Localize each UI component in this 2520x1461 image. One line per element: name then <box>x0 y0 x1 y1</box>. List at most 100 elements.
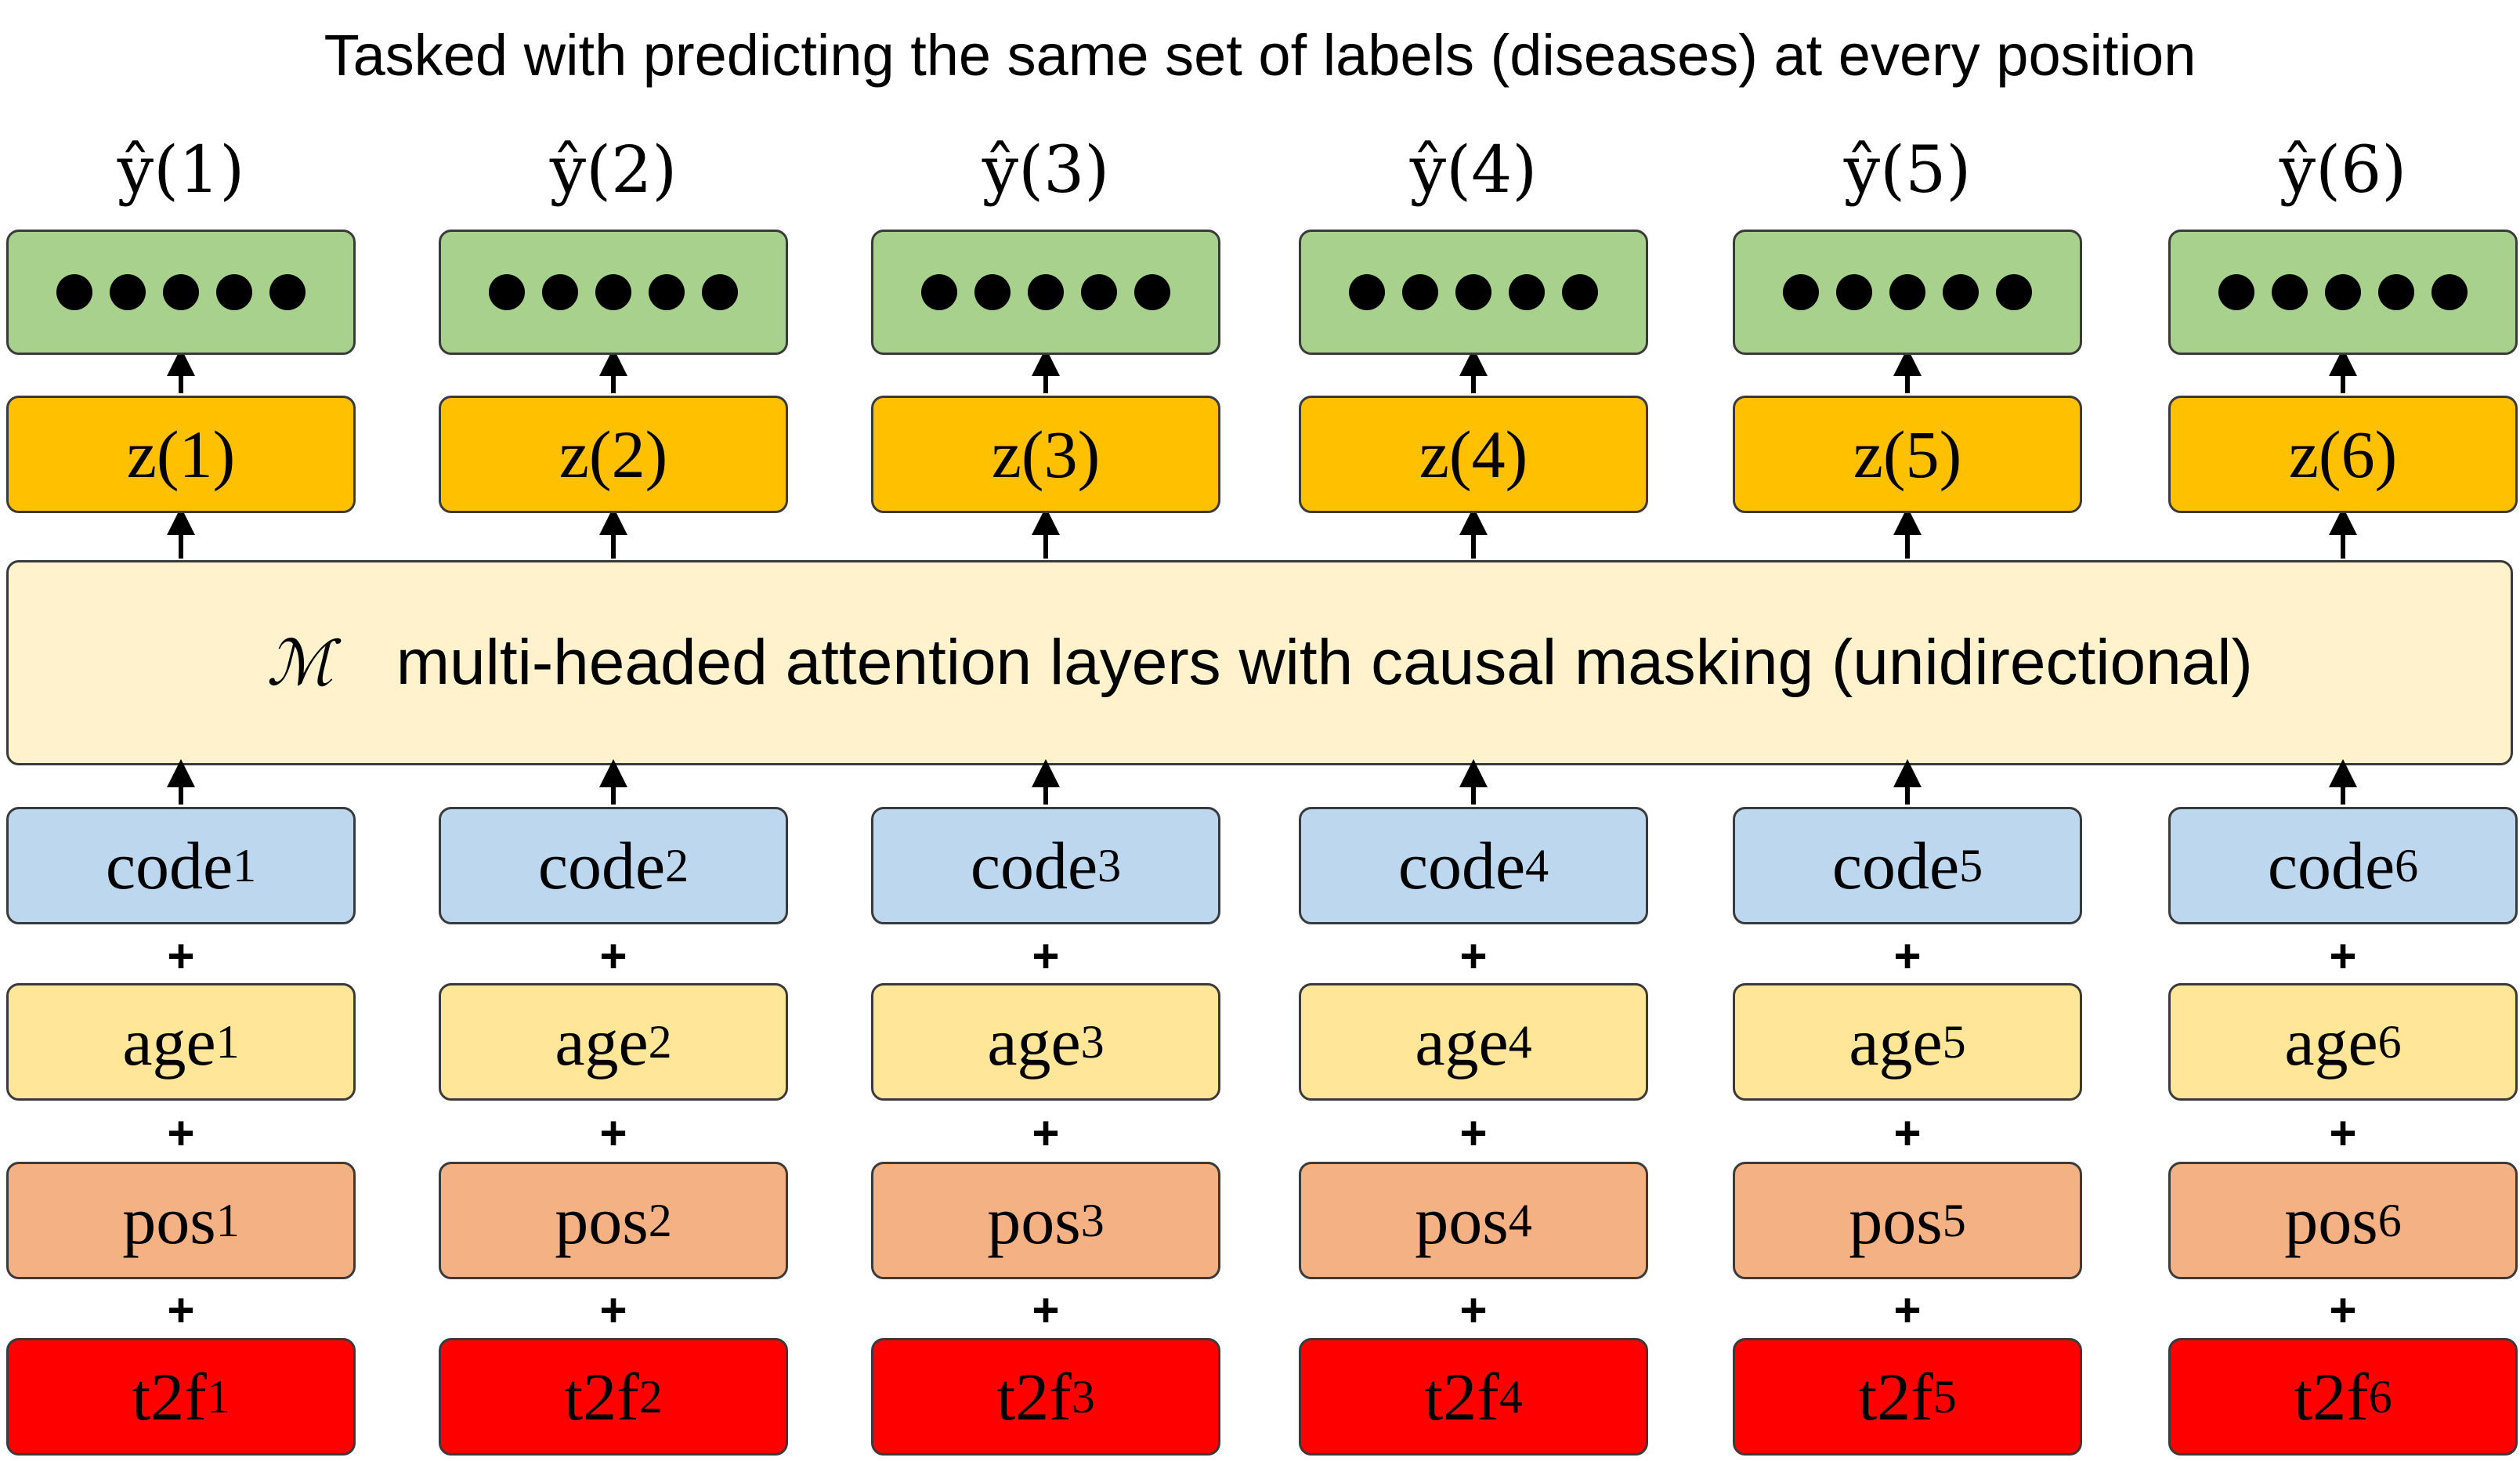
z-label: z(3) <box>991 417 1101 492</box>
label-dot <box>56 274 92 310</box>
label-dot <box>1402 274 1438 310</box>
output-box-6 <box>2168 230 2518 355</box>
label-dot <box>1509 274 1545 310</box>
label-dots <box>1783 274 2032 310</box>
z-box-5: z(5) <box>1733 396 2082 513</box>
z-label: z(4) <box>1419 417 1528 492</box>
age-label: age <box>1849 1004 1943 1079</box>
label-dot <box>921 274 957 310</box>
label-dot <box>1943 274 1979 310</box>
age-label: age <box>2284 1004 2378 1079</box>
code-label: code <box>537 828 666 903</box>
plus-sign-age-pos-4: + <box>1459 1107 1488 1159</box>
yhat-label-4: ŷ(4) <box>1409 133 1538 208</box>
label-dots <box>489 274 738 310</box>
label-dot <box>542 274 578 310</box>
plus-sign-age-pos-1: + <box>167 1107 195 1159</box>
label-dot <box>1562 274 1598 310</box>
t2f-label: t2f <box>1858 1359 1933 1434</box>
label-dot <box>702 274 738 310</box>
label-dot <box>2378 274 2414 310</box>
pos-label: pos <box>987 1183 1081 1258</box>
code-label: code <box>105 828 233 903</box>
plus-sign-code-age-3: + <box>1032 930 1060 982</box>
plus-sign-code-age-6: + <box>2329 930 2357 982</box>
attention-symbol: ℳ <box>266 626 334 700</box>
label-dot <box>1134 274 1170 310</box>
yhat-label-2: ŷ(2) <box>549 133 678 208</box>
output-box-2 <box>439 230 788 355</box>
plus-sign-pos-t2f-6: + <box>2329 1284 2357 1336</box>
age-label: age <box>555 1004 649 1079</box>
label-dot <box>163 274 199 310</box>
output-box-5 <box>1733 230 2082 355</box>
label-dot <box>1349 274 1385 310</box>
label-dots <box>921 274 1170 310</box>
age-label: age <box>987 1004 1081 1079</box>
z-label: z(6) <box>2288 417 2398 492</box>
pos-label: pos <box>2284 1183 2378 1258</box>
t2f-label: t2f <box>1424 1359 1499 1434</box>
plus-sign-pos-t2f-5: + <box>1893 1284 1922 1336</box>
pos-label: pos <box>122 1183 216 1258</box>
label-dot <box>1836 274 1872 310</box>
yhat-label-3: ŷ(3) <box>982 133 1110 208</box>
label-dot <box>2272 274 2308 310</box>
output-box-3 <box>871 230 1220 355</box>
z-box-1: z(1) <box>6 396 356 513</box>
plus-sign-age-pos-3: + <box>1032 1107 1060 1159</box>
plus-sign-age-pos-2: + <box>599 1107 627 1159</box>
label-dot <box>489 274 525 310</box>
yhat-label-5: ŷ(5) <box>1843 133 1972 208</box>
label-dot <box>974 274 1011 310</box>
t2f-label: t2f <box>2294 1359 2369 1434</box>
label-dot <box>1996 274 2032 310</box>
code-label: code <box>1397 828 1526 903</box>
z-box-4: z(4) <box>1299 396 1648 513</box>
z-box-3: z(3) <box>871 396 1220 513</box>
label-dot <box>649 274 685 310</box>
label-dots <box>56 274 306 310</box>
plus-sign-pos-t2f-3: + <box>1032 1284 1060 1336</box>
code-label: code <box>970 828 1098 903</box>
output-box-1 <box>6 230 356 355</box>
plus-sign-pos-t2f-2: + <box>599 1284 627 1336</box>
t2f-label: t2f <box>132 1359 207 1434</box>
plus-sign-code-age-5: + <box>1893 930 1922 982</box>
pos-label: pos <box>1415 1183 1509 1258</box>
plus-sign-pos-t2f-4: + <box>1459 1284 1488 1336</box>
plus-sign-age-pos-5: + <box>1893 1107 1922 1159</box>
z-label: z(2) <box>559 417 668 492</box>
z-label: z(1) <box>126 417 236 492</box>
age-label: age <box>122 1004 216 1079</box>
attention-label: multi-headed attention layers with causa… <box>396 627 2253 698</box>
code-label: code <box>1831 828 1960 903</box>
z-label: z(5) <box>1853 417 1962 492</box>
plus-sign-pos-t2f-1: + <box>167 1284 195 1336</box>
label-dot <box>1028 274 1064 310</box>
label-dot <box>1455 274 1491 310</box>
